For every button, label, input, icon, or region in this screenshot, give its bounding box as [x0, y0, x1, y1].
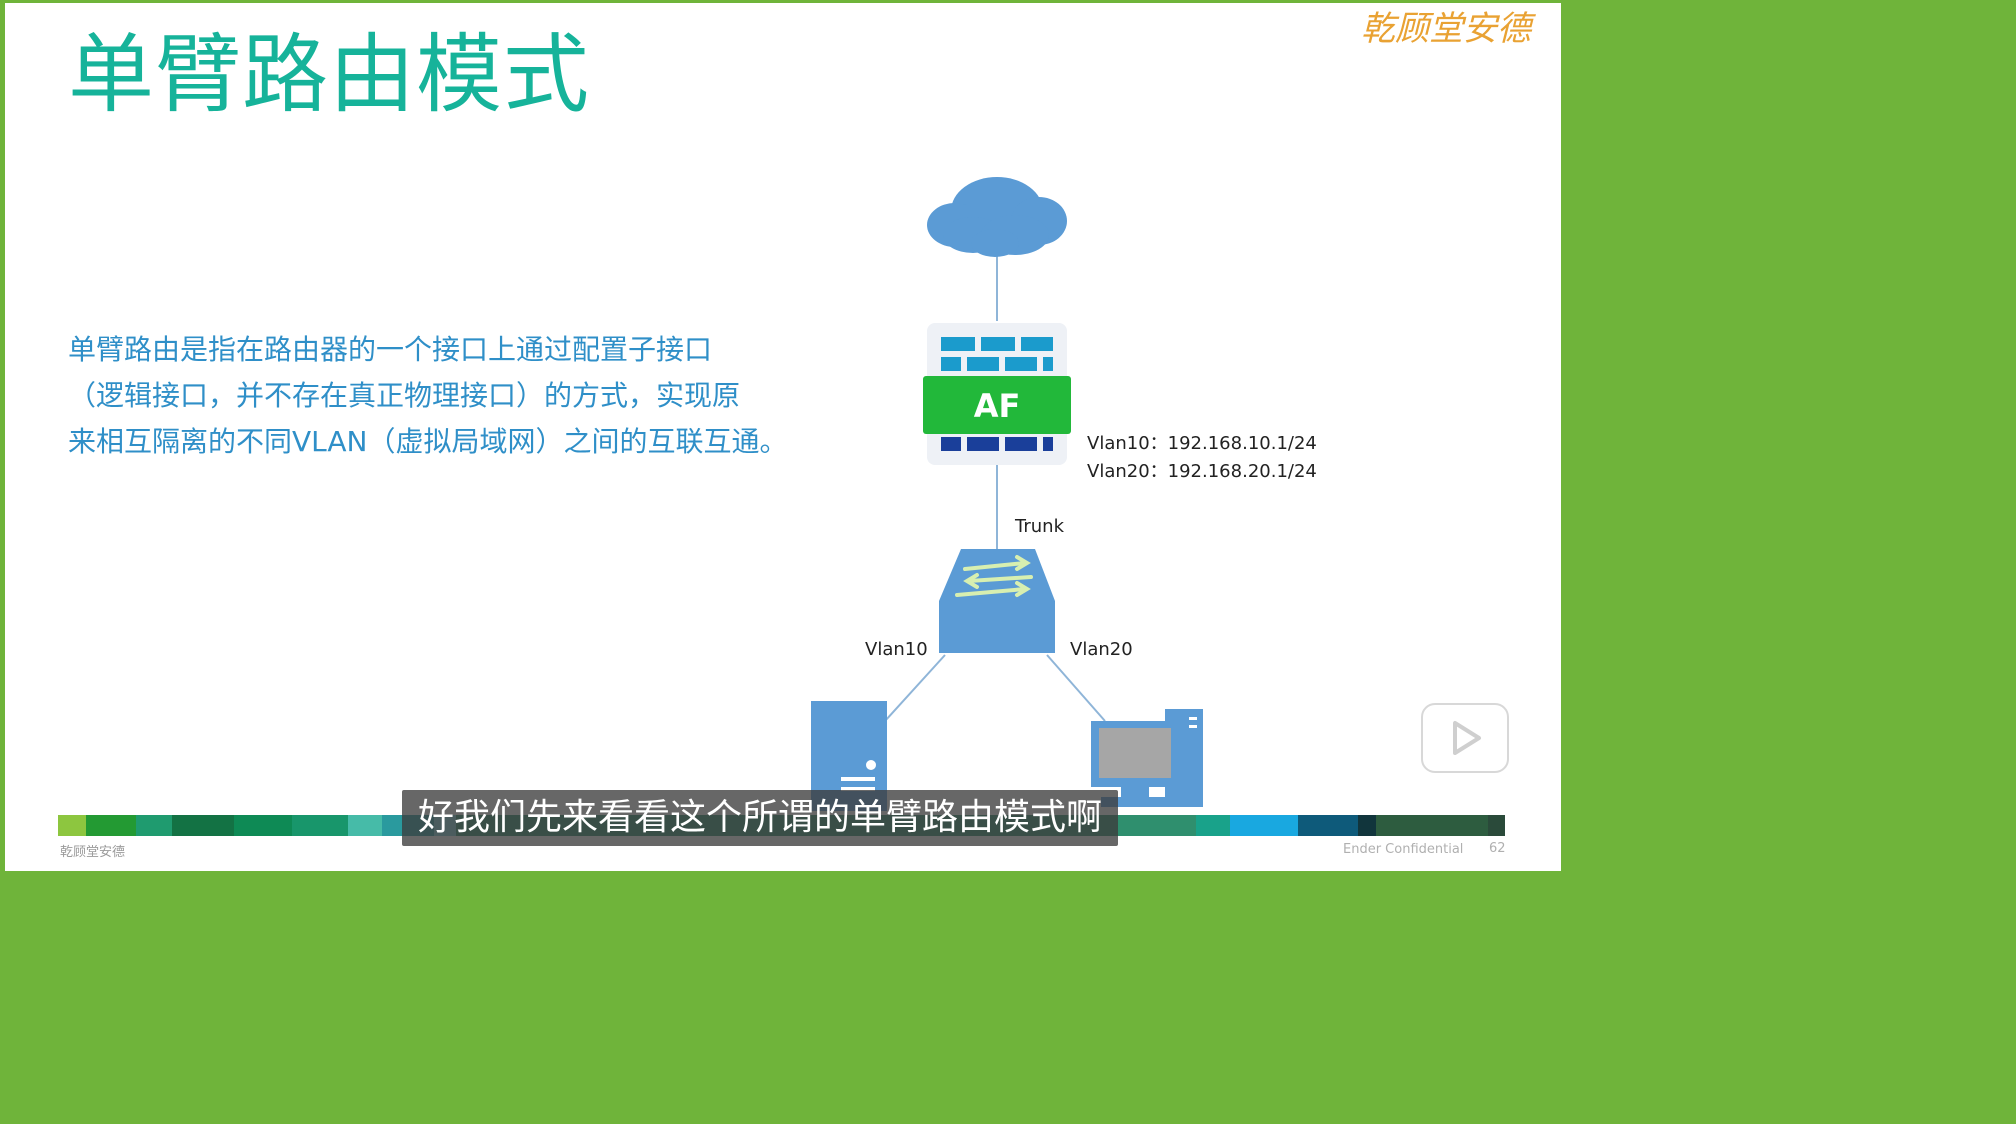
description-line: 来相互隔离的不同VLAN（虚拟局域网）之间的互联互通。 [68, 425, 788, 458]
play-button[interactable] [1421, 703, 1509, 773]
firewall-label: AF [974, 387, 1021, 425]
slide-description: 单臂路由是指在路由器的一个接口上通过配置子接口 （逻辑接口，并不存在真正物理接口… [68, 327, 828, 465]
play-icon [1453, 721, 1481, 755]
switch-server-link [884, 654, 946, 722]
firewall-icon: AF [923, 323, 1071, 465]
switch-icon [939, 549, 1055, 653]
slide: 单臂路由模式 乾顾堂安德 单臂路由是指在路由器的一个接口上通过配置子接口 （逻辑… [5, 3, 1561, 871]
vlan10-ip-label: Vlan10：192.168.10.1/24 [1087, 433, 1317, 454]
brand-logo: 乾顾堂安德 [1361, 9, 1531, 49]
footer-company: 乾顾堂安德 [60, 845, 126, 860]
vlan20-link-label: Vlan20 [1070, 639, 1133, 660]
network-diagram: AF [811, 177, 1203, 811]
vlan10-link-label: Vlan10 [865, 639, 928, 660]
description-line: （逻辑接口，并不存在真正物理接口）的方式，实现原 [68, 379, 741, 412]
cloud-icon [927, 177, 1067, 257]
footer-confidential: Ender Confidential [1343, 842, 1464, 857]
description-line: 单臂路由是指在路由器的一个接口上通过配置子接口 [68, 333, 713, 366]
vlan20-ip-label: Vlan20：192.168.20.1/24 [1087, 461, 1317, 482]
trunk-label: Trunk [1015, 516, 1064, 537]
switch-pc-link [1046, 654, 1106, 722]
page-number: 62 [1489, 841, 1506, 856]
desktop-pc-icon [1091, 709, 1203, 807]
video-frame: 单臂路由模式 乾顾堂安德 单臂路由是指在路由器的一个接口上通过配置子接口 （逻辑… [5, 3, 1561, 871]
video-subtitle: 好我们先来看看这个所谓的单臂路由模式啊 [402, 790, 1119, 846]
slide-title: 单臂路由模式 [68, 25, 590, 125]
